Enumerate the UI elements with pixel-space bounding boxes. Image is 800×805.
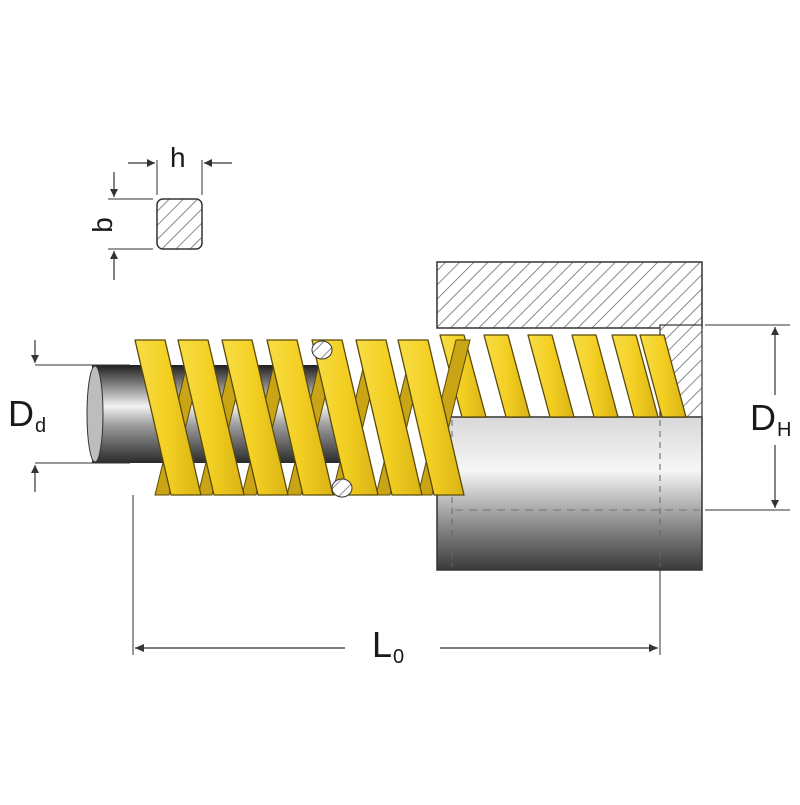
h-arrowhead-right	[204, 159, 212, 167]
coil-front-2	[177, 339, 245, 496]
inner-coil-4	[571, 334, 619, 418]
inner-coils	[439, 334, 687, 418]
dh-arrowhead-bottom	[771, 500, 779, 508]
h-arrowhead-left	[147, 159, 155, 167]
hole-diameter-dimension	[705, 324, 790, 511]
free-length-dimension	[132, 495, 661, 655]
inner-coil-2	[483, 334, 531, 418]
dd-arrowhead-top	[31, 355, 39, 363]
spring-coils	[134, 339, 471, 498]
wire-section-detail	[108, 159, 232, 280]
wire-cut-end-2	[331, 478, 353, 498]
l0-arrowhead-right	[649, 644, 658, 652]
inner-coil-5	[611, 334, 659, 418]
coil-front-7	[397, 339, 465, 496]
l0-arrowhead-left	[135, 644, 144, 652]
hole-diameter-label: DH	[750, 397, 792, 441]
inner-coil-3	[527, 334, 575, 418]
wire-cut-end-1	[311, 340, 333, 360]
housing-top-wall	[436, 261, 703, 329]
wire-height-label: h	[170, 142, 186, 173]
dd-arrowhead-bottom	[31, 465, 39, 473]
b-arrowhead-bottom	[110, 251, 118, 259]
coil-front-4	[266, 339, 334, 496]
rod-end-face	[86, 365, 104, 463]
housing-bore-body	[436, 416, 703, 571]
dh-arrowhead-top	[771, 327, 779, 335]
free-length-label: L0	[372, 624, 405, 668]
coil-front-5	[311, 339, 379, 496]
rod-diameter-label: Dd	[8, 393, 47, 437]
wire-cross-section	[156, 198, 203, 250]
wire-width-label: b	[86, 217, 118, 233]
coil-front-6	[355, 339, 423, 496]
coil-front-3	[221, 339, 289, 496]
inner-coil-6	[639, 334, 687, 418]
rod-diameter-dimension	[31, 340, 130, 492]
b-arrowhead-top	[110, 189, 118, 197]
coil-front-1	[134, 339, 202, 496]
